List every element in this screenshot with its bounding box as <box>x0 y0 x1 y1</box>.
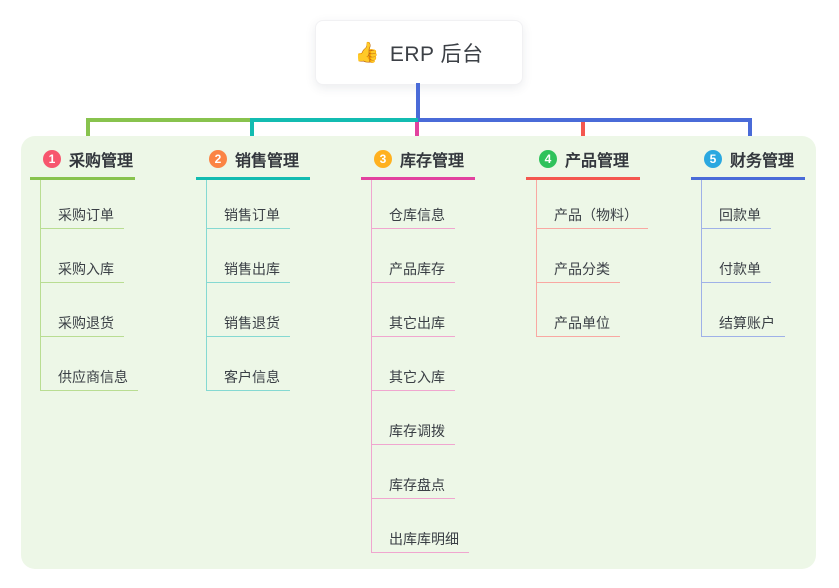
connector-horizontal-finance <box>418 118 752 122</box>
node-stock-check[interactable]: 库存盘点 <box>372 450 455 499</box>
canvas-panel <box>21 136 816 569</box>
node-product-unit[interactable]: 产品单位 <box>537 288 620 337</box>
branch-product-underline <box>526 177 640 180</box>
branch-purchase-title-label: 采购管理 <box>69 153 134 170</box>
node-sales-order[interactable]: 销售订单 <box>207 180 290 229</box>
branch-inventory-children: 仓库信息 产品库存 其它出库 其它入库 库存调拨 库存盘点 出库库明细 <box>371 180 513 553</box>
connector-drop-purchase <box>86 118 90 146</box>
node-settlement-account[interactable]: 结算账户 <box>702 288 785 337</box>
branch-inventory-title-label: 库存管理 <box>400 153 465 170</box>
branch-finance: 5 财务管理 回款单 付款单 结算账户 <box>691 146 839 337</box>
branch-sales: 2 销售管理 销售订单 销售出库 销售退货 客户信息 <box>196 146 348 391</box>
connector-horizontal-sales <box>252 118 418 122</box>
connector-drop-finance <box>748 118 752 146</box>
node-product-material[interactable]: 产品（物料） <box>537 180 648 229</box>
node-purchase-return[interactable]: 采购退货 <box>41 288 124 337</box>
branch-product: 4 产品管理 产品（物料） 产品分类 产品单位 <box>526 146 678 337</box>
branch-finance-underline <box>691 177 805 180</box>
thumbs-up-icon: 👍 <box>354 41 380 64</box>
node-payment-bill[interactable]: 付款单 <box>702 234 771 283</box>
node-product-category[interactable]: 产品分类 <box>537 234 620 283</box>
branch-finance-children: 回款单 付款单 结算账户 <box>701 180 839 337</box>
branch-sales-underline <box>196 177 310 180</box>
root-node[interactable]: 👍 ERP 后台 <box>315 20 523 85</box>
badge-5-icon: 5 <box>704 150 722 168</box>
connector-horizontal-purchase <box>86 118 252 122</box>
node-purchase-inbound[interactable]: 采购入库 <box>41 234 124 283</box>
connector-drop-inventory <box>415 122 419 146</box>
node-stock-transfer[interactable]: 库存调拨 <box>372 396 455 445</box>
node-purchase-order[interactable]: 采购订单 <box>41 180 124 229</box>
node-sales-return[interactable]: 销售退货 <box>207 288 290 337</box>
node-other-inbound[interactable]: 其它入库 <box>372 342 455 391</box>
node-customer-info[interactable]: 客户信息 <box>207 342 290 391</box>
badge-4-icon: 4 <box>539 150 557 168</box>
branch-product-title[interactable]: 4 产品管理 <box>526 146 678 172</box>
branch-inventory-title[interactable]: 3 库存管理 <box>361 146 513 172</box>
node-supplier-info[interactable]: 供应商信息 <box>41 342 138 391</box>
node-other-outbound[interactable]: 其它出库 <box>372 288 455 337</box>
branch-inventory-underline <box>361 177 475 180</box>
branch-purchase-title[interactable]: 1 采购管理 <box>30 146 182 172</box>
node-warehouse-info[interactable]: 仓库信息 <box>372 180 455 229</box>
branch-purchase-children: 采购订单 采购入库 采购退货 供应商信息 <box>40 180 182 391</box>
node-sales-outbound[interactable]: 销售出库 <box>207 234 290 283</box>
branch-sales-title[interactable]: 2 销售管理 <box>196 146 348 172</box>
branch-finance-title-label: 财务管理 <box>730 153 795 170</box>
root-connector <box>416 83 420 120</box>
node-receipt-bill[interactable]: 回款单 <box>702 180 771 229</box>
connector-drop-sales <box>250 118 254 146</box>
badge-2-icon: 2 <box>209 150 227 168</box>
branch-product-children: 产品（物料） 产品分类 产品单位 <box>536 180 678 337</box>
branch-purchase: 1 采购管理 采购订单 采购入库 采购退货 供应商信息 <box>30 146 182 391</box>
node-outbound-detail[interactable]: 出库库明细 <box>372 504 469 553</box>
badge-1-icon: 1 <box>43 150 61 168</box>
branch-finance-title[interactable]: 5 财务管理 <box>691 146 839 172</box>
connector-drop-product <box>581 122 585 146</box>
branch-inventory: 3 库存管理 仓库信息 产品库存 其它出库 其它入库 库存调拨 库存盘点 出库库… <box>361 146 513 553</box>
node-product-stock[interactable]: 产品库存 <box>372 234 455 283</box>
root-node-label: ERP 后台 <box>389 42 484 66</box>
badge-3-icon: 3 <box>374 150 392 168</box>
branch-purchase-underline <box>30 177 135 180</box>
branch-sales-title-label: 销售管理 <box>235 153 300 170</box>
branch-product-title-label: 产品管理 <box>565 153 630 170</box>
branch-sales-children: 销售订单 销售出库 销售退货 客户信息 <box>206 180 348 391</box>
